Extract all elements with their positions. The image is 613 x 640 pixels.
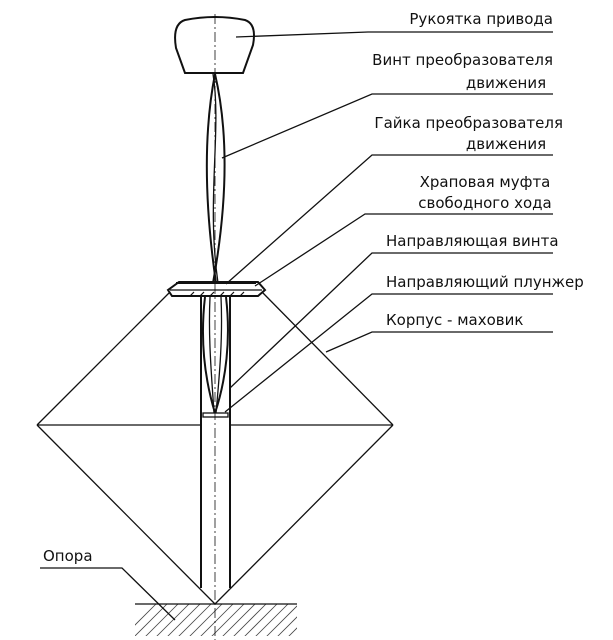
hatch-line bbox=[255, 604, 289, 636]
hatch-line bbox=[145, 604, 179, 636]
label-support: Опора bbox=[43, 547, 93, 565]
hatch-line bbox=[211, 604, 245, 636]
leader-lines bbox=[40, 31, 553, 621]
hatch-line bbox=[277, 616, 297, 636]
label-screw-line1: Винт преобразователя bbox=[372, 51, 553, 69]
label-nut-line1: Гайка преобразователя bbox=[374, 114, 563, 132]
ratchet-clutch-plate bbox=[166, 281, 267, 297]
hatch-line bbox=[156, 604, 190, 636]
hatch-line bbox=[178, 604, 212, 636]
hatch-line bbox=[307, 604, 343, 640]
hatch-line bbox=[266, 605, 297, 636]
hatch-line bbox=[167, 604, 201, 636]
label-body-flywheel: Корпус - маховик bbox=[386, 311, 523, 329]
body-flywheel bbox=[36, 291, 394, 605]
hatch-line bbox=[318, 604, 354, 640]
label-plunger-guide: Направляющий плунжер bbox=[386, 273, 584, 291]
hatch-line bbox=[189, 604, 223, 636]
label-screw-line2: движения bbox=[466, 74, 546, 92]
motion-nut bbox=[202, 296, 229, 418]
label-nut-line2: движения bbox=[466, 135, 546, 153]
hatch-line bbox=[288, 627, 297, 636]
hatch-line bbox=[135, 604, 168, 636]
hatch-line bbox=[222, 604, 256, 636]
label-clutch-line1: Храповая муфта bbox=[420, 173, 551, 191]
drive-handle bbox=[174, 16, 255, 74]
label-clutch-line2: свободного хода bbox=[418, 194, 552, 212]
label-screw-guide: Направляющая винта bbox=[386, 232, 559, 250]
ground-hatching bbox=[135, 604, 354, 640]
hatch-line bbox=[296, 604, 332, 640]
hatch-line bbox=[135, 604, 157, 626]
plunger-tube bbox=[200, 296, 231, 588]
hatch-line bbox=[244, 604, 278, 636]
motion-screw bbox=[205, 73, 226, 284]
label-drive-handle: Рукоятка привода bbox=[409, 10, 553, 28]
hatch-line bbox=[233, 604, 267, 636]
